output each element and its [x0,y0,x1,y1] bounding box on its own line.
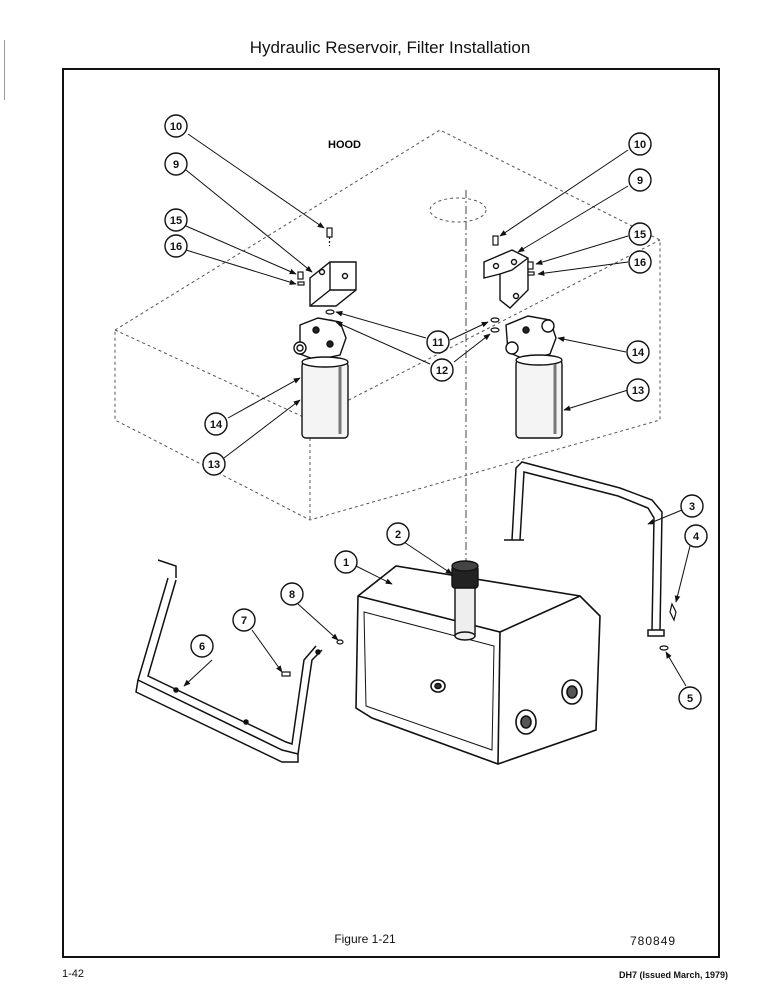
callout-balloon [204,412,228,436]
callout-5: 5 [687,693,693,705]
right-strap [504,461,665,637]
callout-balloon [684,524,708,548]
callout-balloon [426,330,450,354]
callout-balloon [202,452,226,476]
callout-15-left: 15 [170,215,182,227]
right-filter-assembly [505,315,563,439]
callout-balloons [164,114,708,710]
callout-balloon [430,358,454,382]
callout-6: 6 [199,641,205,653]
callout-11: 11 [432,337,444,349]
callout-15-right: 15 [634,229,646,241]
callout-2: 2 [395,529,401,541]
scan-edge-mark [4,40,5,100]
callout-balloon [678,686,702,710]
callout-balloon [164,114,188,138]
callout-balloon [334,550,358,574]
callout-13-left: 13 [208,459,220,471]
right-strap-hardware [659,602,677,651]
callout-10-right: 10 [634,139,646,151]
callout-3: 3 [689,501,695,513]
callout-balloon [164,208,188,232]
callout-balloon [626,340,650,364]
callout-balloon [680,494,704,518]
callout-balloon [628,222,652,246]
callout-balloon [190,634,214,658]
callout-balloon [626,378,650,402]
callout-1: 1 [343,557,349,569]
callout-leaders [183,133,691,687]
issue-note: DH7 (Issued March, 1979) [618,970,728,980]
callout-16-right: 16 [634,257,646,269]
right-mounting-bracket [483,249,529,309]
callout-13-right: 13 [632,385,644,397]
callout-balloon [386,522,410,546]
figure-frame [62,68,720,958]
callout-14-left: 14 [210,419,223,431]
callout-16-left: 16 [170,241,182,253]
callout-balloon [280,582,304,606]
callout-7: 7 [241,615,247,627]
callout-10-left: 10 [170,121,182,133]
callout-9-left: 9 [173,159,179,171]
callout-balloon [628,250,652,274]
reservoir-tank [355,565,601,765]
callout-balloon [164,152,188,176]
left-strap-hardware [281,639,344,677]
callout-balloon [232,608,256,632]
callout-balloon [628,168,652,192]
callout-12: 12 [436,365,448,377]
callout-8: 8 [289,589,295,601]
callout-numbers: 10 9 15 16 10 9 15 16 11 12 14 14 13 13 … [170,121,700,705]
left-strap [135,559,323,763]
callout-balloon [164,234,188,258]
figure-number: 780849 [630,934,677,948]
left-mounting-bracket [309,261,357,307]
page-title: Hydraulic Reservoir, Filter Installation [249,38,531,57]
hood-outline [114,129,661,521]
figure-caption: Figure 1-21 [334,932,396,946]
right-bolt-10 [490,235,535,333]
callout-9-right: 9 [637,175,643,187]
callout-balloon [628,132,652,156]
hood-label: HOOD [328,139,361,151]
callout-14-right: 14 [632,347,645,359]
page-number: 1-42 [62,968,85,980]
callout-4: 4 [693,531,700,543]
left-bolt-10 [297,227,333,286]
left-filter-assembly [293,317,349,439]
filler-neck-and-cap [451,560,479,641]
